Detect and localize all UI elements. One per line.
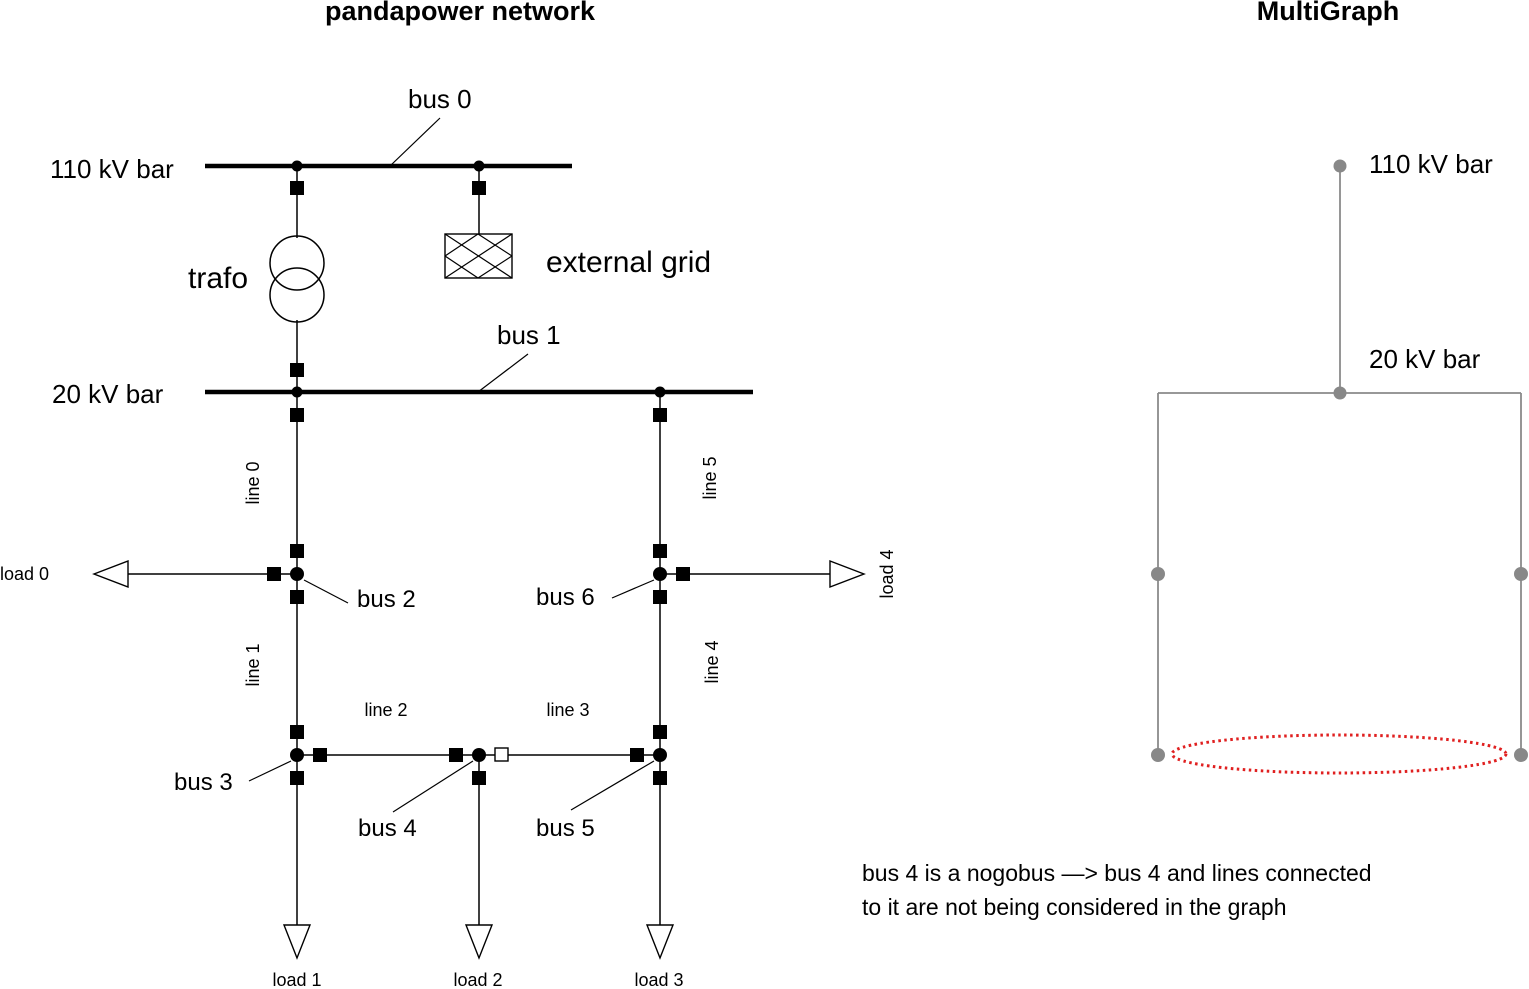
load0-arrow-icon xyxy=(92,559,129,589)
label-bus4: bus 4 xyxy=(358,815,417,842)
graph-label-110kv: 110 kV bar xyxy=(1369,149,1493,179)
switch-icon xyxy=(676,567,690,581)
graph-node-110kv xyxy=(1333,159,1347,173)
graph-node-bus6 xyxy=(1514,567,1528,581)
label-bus1: bus 1 xyxy=(497,320,561,350)
label-bus2: bus 2 xyxy=(357,586,416,613)
switch-icon xyxy=(290,544,304,558)
switch-icon xyxy=(653,771,667,785)
pandapower-network-panel: pandapower network 110 kV bar 20 kV bar … xyxy=(0,0,897,989)
bus5-node xyxy=(653,748,667,762)
label-line3: line 3 xyxy=(546,700,589,720)
switch-icon xyxy=(653,590,667,604)
graph-node-bus5 xyxy=(1514,748,1528,762)
switch-icon xyxy=(472,771,486,785)
bus3-node xyxy=(290,748,304,762)
open-switch-icon xyxy=(494,747,509,762)
switch-icon xyxy=(630,748,644,762)
bus4-leader xyxy=(392,760,474,813)
bus3-leader xyxy=(248,760,292,782)
switches xyxy=(267,181,690,785)
switch-icon xyxy=(449,748,463,762)
right-panel-title: MultiGraph xyxy=(1257,0,1400,26)
label-line4: line 4 xyxy=(702,640,722,683)
graph-label-20kv: 20 kV bar xyxy=(1369,344,1481,374)
switch-icon xyxy=(290,408,304,422)
bus0-node xyxy=(473,160,485,172)
switch-icon xyxy=(290,725,304,739)
bus2-node xyxy=(290,567,304,581)
bus4-node xyxy=(472,748,486,762)
switch-icon xyxy=(472,181,486,195)
label-line2: line 2 xyxy=(364,700,407,720)
label-line0: line 0 xyxy=(243,461,263,504)
label-external-grid: external grid xyxy=(546,246,711,279)
switch-icon xyxy=(653,725,667,739)
label-trafo: trafo xyxy=(188,262,248,295)
bus2-leader xyxy=(303,579,349,604)
label-load0: load 0 xyxy=(0,564,49,584)
label-load3: load 3 xyxy=(634,970,683,989)
nogobus-highlight-ellipse xyxy=(1170,733,1508,775)
graph-node-bus2 xyxy=(1151,567,1165,581)
switch-icon xyxy=(290,590,304,604)
bus5-leader xyxy=(570,760,655,811)
bus6-node xyxy=(653,567,667,581)
label-bus5: bus 5 xyxy=(536,815,595,842)
trafo-winding-lv xyxy=(269,267,325,323)
label-20kv-bar: 20 kV bar xyxy=(52,379,164,409)
bus0-leader xyxy=(389,117,441,167)
trafo-winding-hv xyxy=(269,235,325,291)
graph-node-20kv xyxy=(1333,386,1347,400)
label-line1: line 1 xyxy=(243,643,263,686)
label-load4: load 4 xyxy=(877,549,897,598)
switch-icon xyxy=(267,567,281,581)
label-load2: load 2 xyxy=(453,970,502,989)
load3-arrow-icon xyxy=(645,924,675,960)
switch-icon xyxy=(653,544,667,558)
load4-arrow-icon xyxy=(829,559,866,589)
bus0-node xyxy=(291,160,303,172)
left-panel-title: pandapower network xyxy=(325,0,596,26)
load1-arrow-icon xyxy=(282,924,312,960)
bus1-leader xyxy=(477,353,529,393)
switch-icon xyxy=(313,748,327,762)
graph-node-bus3 xyxy=(1151,748,1165,762)
label-bus0: bus 0 xyxy=(408,84,472,114)
external-grid-icon xyxy=(444,233,513,279)
label-110kv-bar: 110 kV bar xyxy=(50,154,174,184)
bus1-node xyxy=(291,386,303,398)
load2-arrow-icon xyxy=(464,924,494,960)
label-line5: line 5 xyxy=(700,456,720,499)
bus6-leader xyxy=(611,579,655,599)
bus1-node xyxy=(654,386,666,398)
label-load1: load 1 xyxy=(272,970,321,989)
note-line-2: to it are not being considered in the gr… xyxy=(862,894,1287,920)
switch-icon xyxy=(653,408,667,422)
switch-icon xyxy=(290,181,304,195)
switch-icon xyxy=(290,363,304,377)
switch-icon xyxy=(290,771,304,785)
label-bus6: bus 6 xyxy=(536,584,595,611)
multigraph-panel: MultiGraph 110 kV bar 20 kV bar bus 4 is… xyxy=(862,0,1528,920)
note-line-1: bus 4 is a nogobus —> bus 4 and lines co… xyxy=(862,860,1372,886)
label-bus3: bus 3 xyxy=(174,769,233,796)
